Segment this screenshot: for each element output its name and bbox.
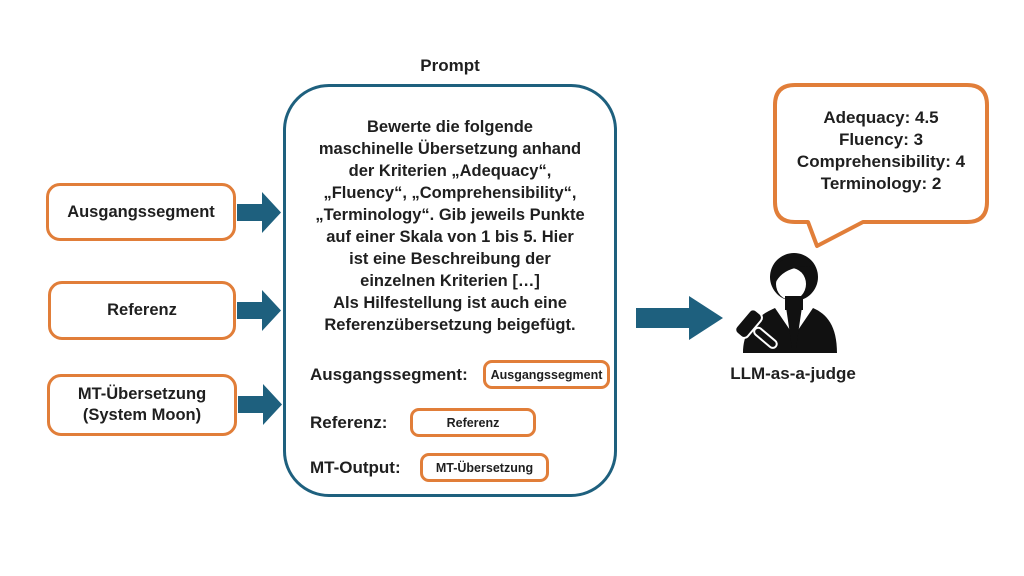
prompt-title: Prompt [420,56,480,75]
speech-bubble-shape [773,83,989,248]
arrow-right-icon [237,290,281,331]
field-label-source: Ausgangssegment: [310,365,468,384]
field-label-mt: MT-Output: [310,458,401,477]
arrow-right-icon [238,384,282,425]
input-box-mt: MT-Übersetzung (System Moon) [47,374,237,436]
arrow-right-icon [237,192,281,233]
arrow-right-icon [636,296,723,340]
input-box-source: Ausgangssegment [46,183,236,241]
input-box-mt-label-line2: (System Moon) [82,406,202,424]
input-box-source-label: Ausgangssegment [67,202,215,221]
field-chip-reference: Referenz [410,408,536,437]
field-label-reference: Referenz: [310,413,388,432]
input-box-reference-label: Referenz [107,301,177,320]
prompt-body-text: Bewerte die folgende maschinelle Überset… [315,118,585,334]
judge-with-gavel-icon [734,253,837,353]
judge-scores: Adequacy: 4.5 Fluency: 3 Comprehensibili… [796,108,966,193]
field-chip-source: Ausgangssegment [483,360,610,389]
field-chip-mt: MT-Übersetzung [420,453,549,482]
input-box-reference: Referenz [48,281,236,340]
judge-label: LLM-as-a-judge [730,364,856,383]
input-box-mt-label-line1: MT-Übersetzung [77,385,207,404]
